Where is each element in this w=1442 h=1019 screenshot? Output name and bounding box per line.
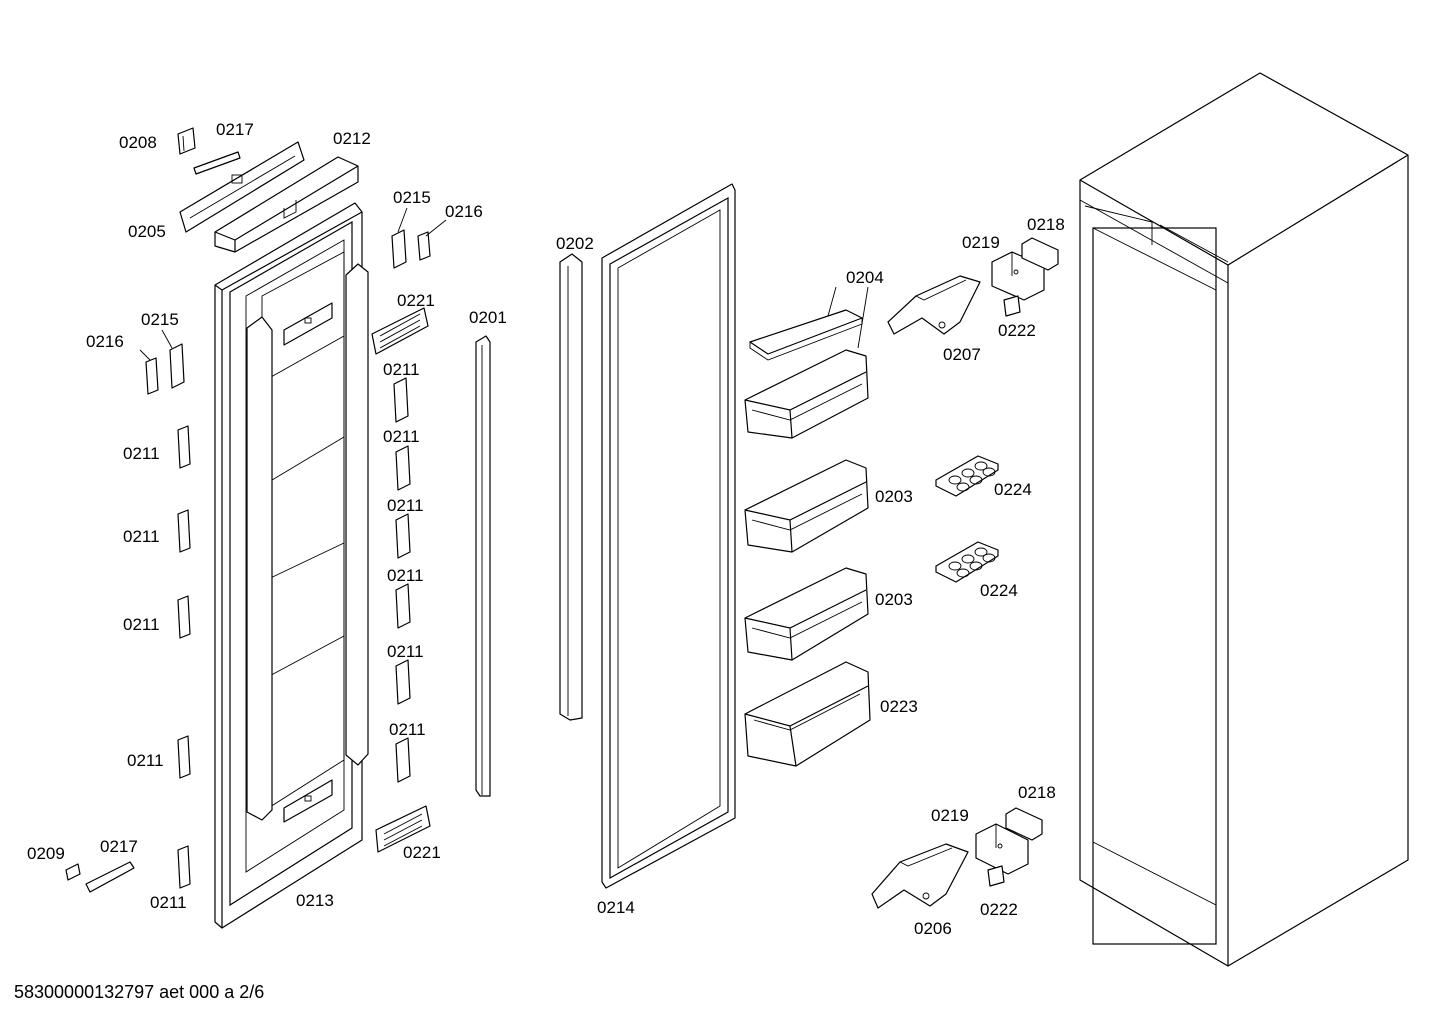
label-0224-b: 0224 (980, 581, 1018, 600)
label-0211-c: 0211 (123, 444, 160, 463)
label-0218-bottom: 0218 (1018, 783, 1056, 802)
label-0216-top: 0216 (445, 202, 483, 221)
label-0216-left: 0216 (86, 332, 124, 351)
label-0211-g: 0211 (123, 615, 160, 634)
part-0222-clip-bottom (987, 865, 1005, 887)
part-0218-bracket-bottom (1005, 807, 1043, 841)
label-0218-top: 0218 (1027, 215, 1065, 234)
label-0211-j: 0211 (127, 751, 164, 770)
label-0208: 0208 (119, 133, 157, 152)
label-0215-left: 0215 (141, 310, 179, 329)
label-0211-i: 0211 (389, 720, 426, 739)
part-0217-top (193, 151, 241, 175)
part-0222-clip-top (1003, 295, 1021, 317)
label-0222-top: 0222 (998, 321, 1036, 340)
label-0203-a: 0203 (875, 487, 913, 506)
label-0201: 0201 (469, 308, 507, 327)
part-0221-vent-bottom (375, 805, 431, 853)
label-0219-top: 0219 (962, 233, 1000, 252)
label-0203-b: 0203 (875, 590, 913, 609)
label-0217-top: 0217 (216, 120, 254, 139)
label-0211-a: 0211 (383, 360, 420, 379)
label-0205: 0205 (128, 222, 166, 241)
label-0211-k: 0211 (150, 893, 187, 912)
label-0202: 0202 (556, 234, 594, 253)
label-0211-h: 0211 (387, 642, 424, 661)
label-0211-b: 0211 (383, 427, 420, 446)
label-0211-e: 0211 (123, 527, 160, 546)
label-0223: 0223 (880, 697, 918, 716)
part-0219-plate-top (991, 251, 1045, 301)
label-0211-f: 0211 (387, 566, 424, 585)
part-0208 (177, 127, 196, 155)
part-0209 (65, 863, 81, 881)
label-0212: 0212 (333, 129, 371, 148)
part-0218-bracket-top (1021, 237, 1059, 271)
label-0221-bottom: 0221 (403, 843, 441, 862)
part-0206-hinge (871, 843, 969, 909)
document-id-footer: 58300000132797 aet 000 a 2/6 (14, 982, 265, 1002)
part-0219-plate-bottom (975, 823, 1029, 875)
label-0217-bottom: 0217 (100, 837, 138, 856)
cabinet-housing (1079, 72, 1409, 967)
leader-lines (139, 207, 869, 361)
part-0203-bin-2 (744, 567, 869, 661)
label-0206: 0206 (914, 919, 952, 938)
label-0207: 0207 (943, 345, 981, 364)
label-0219-bottom: 0219 (931, 806, 969, 825)
label-0213: 0213 (296, 891, 334, 910)
label-0222-bottom: 0222 (980, 900, 1018, 919)
part-0224-egg-tray-2 (935, 541, 999, 583)
part-0207-hinge (887, 275, 981, 335)
small-clips (145, 229, 431, 889)
part-0212 (214, 156, 359, 253)
part-0224-egg-tray-1 (935, 455, 999, 497)
label-0204: 0204 (846, 268, 884, 287)
label-0211-d: 0211 (387, 496, 424, 515)
part-0205 (179, 141, 305, 233)
part-0202-strip (559, 253, 583, 721)
label-0214: 0214 (597, 898, 635, 917)
label-0215-top: 0215 (393, 188, 431, 207)
part-0214-gasket (601, 183, 736, 889)
label-0209: 0209 (27, 844, 65, 863)
label-0224-a: 0224 (994, 480, 1032, 499)
part-0201-strip (475, 335, 491, 797)
part-0213-door (214, 202, 369, 929)
part-0217-bottom (85, 861, 135, 893)
part-0203-bin-1 (744, 459, 869, 553)
part-0221-vent-top (371, 307, 429, 355)
part-0223-bin (744, 661, 871, 767)
part-0204-bin (744, 349, 869, 439)
label-0221-top: 0221 (397, 291, 435, 310)
